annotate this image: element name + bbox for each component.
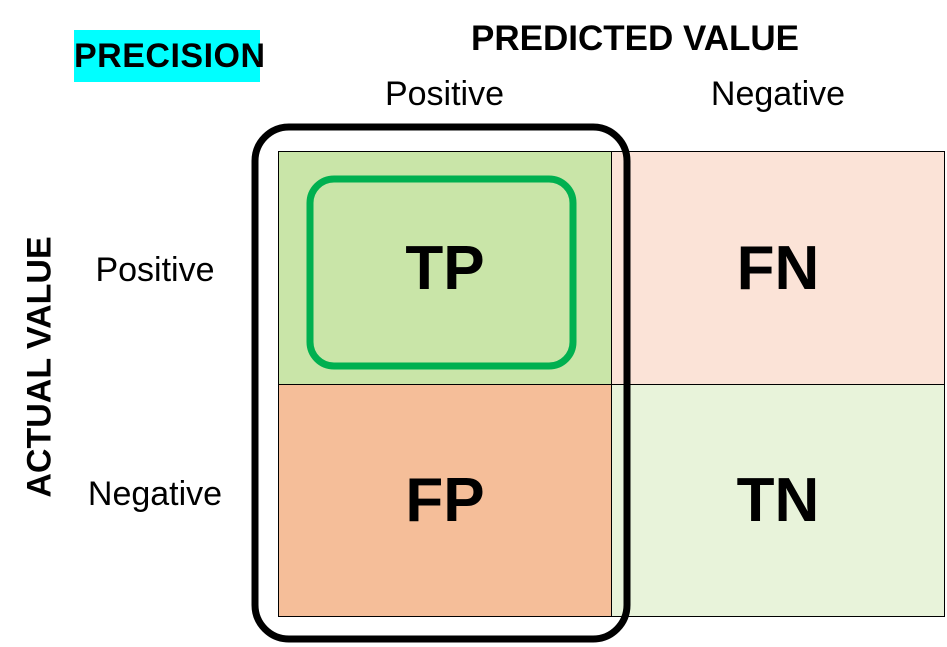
- tn-label: TN: [736, 466, 820, 535]
- cell-true-negative: TN: [611, 384, 945, 617]
- tp-label: TP: [405, 233, 485, 303]
- fn-label: FN: [736, 233, 820, 303]
- precision-title: PRECISION: [74, 30, 265, 82]
- actual-positive-label: Positive: [95, 251, 215, 289]
- cell-false-negative: FN: [611, 151, 945, 385]
- predicted-positive-label: Positive: [384, 75, 505, 113]
- tp-highlight-outline: [306, 175, 577, 370]
- predicted-value-title: PREDICTED VALUE: [471, 19, 799, 58]
- cell-false-positive: FP: [278, 384, 612, 617]
- actual-negative-label: Negative: [87, 475, 223, 513]
- precision-column-outline: [251, 123, 631, 643]
- predicted-negative-label: Negative: [710, 75, 846, 113]
- fp-label: FP: [405, 466, 485, 535]
